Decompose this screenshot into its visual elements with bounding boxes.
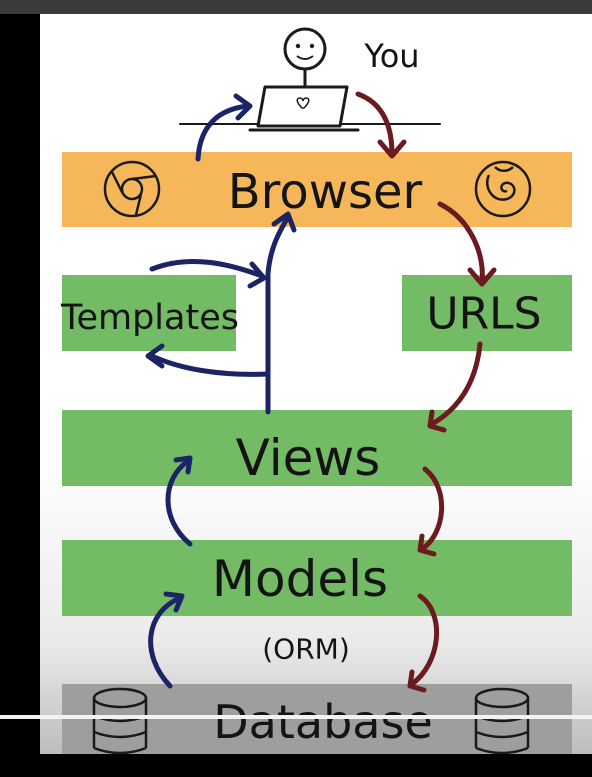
chrome-icon bbox=[103, 160, 161, 218]
arrow-templates-to-browser bbox=[149, 258, 265, 279]
templates-box bbox=[62, 275, 236, 351]
arrow-views-to-models bbox=[419, 466, 445, 552]
video-progress-fill bbox=[0, 715, 592, 719]
arrow-views-to-templates bbox=[149, 353, 271, 377]
models-box bbox=[62, 540, 572, 616]
video-top-bar bbox=[0, 0, 592, 14]
urls-box bbox=[402, 275, 572, 351]
arrow-browser-to-urls bbox=[437, 201, 485, 285]
firefox-icon bbox=[474, 160, 532, 218]
arrow-views-to-browser bbox=[265, 214, 291, 415]
actor-label: You bbox=[364, 37, 420, 75]
heart-icon bbox=[296, 97, 310, 109]
arrow-models-to-database bbox=[409, 593, 440, 687]
browser-label: Browser bbox=[227, 164, 423, 220]
video-bottom-bar bbox=[0, 754, 592, 777]
arrow-you-to-browser bbox=[355, 91, 395, 157]
templates-label: Templates bbox=[61, 298, 239, 338]
database-label: Database bbox=[213, 695, 433, 749]
views-box bbox=[62, 410, 572, 486]
database-icon bbox=[92, 687, 148, 754]
diagram-drawing bbox=[92, 27, 532, 754]
arrow-browser-to-you bbox=[195, 103, 251, 162]
video-progress-bar[interactable] bbox=[0, 715, 592, 719]
database-icon bbox=[474, 687, 530, 754]
arrow-database-to-models bbox=[148, 595, 183, 689]
urls-label: URLS bbox=[426, 288, 542, 340]
laptop-icon bbox=[248, 85, 360, 132]
browser-box bbox=[62, 152, 572, 227]
arrow-urls-to-views bbox=[429, 341, 483, 427]
models-label: Models bbox=[211, 550, 389, 608]
person-icon bbox=[273, 27, 337, 91]
views-label: Views bbox=[235, 429, 381, 487]
orm-label: (ORM) bbox=[262, 632, 350, 666]
diagram-canvas: You Browser Templates URLS Views Models … bbox=[40, 14, 592, 754]
arrow-models-to-views bbox=[165, 458, 193, 547]
